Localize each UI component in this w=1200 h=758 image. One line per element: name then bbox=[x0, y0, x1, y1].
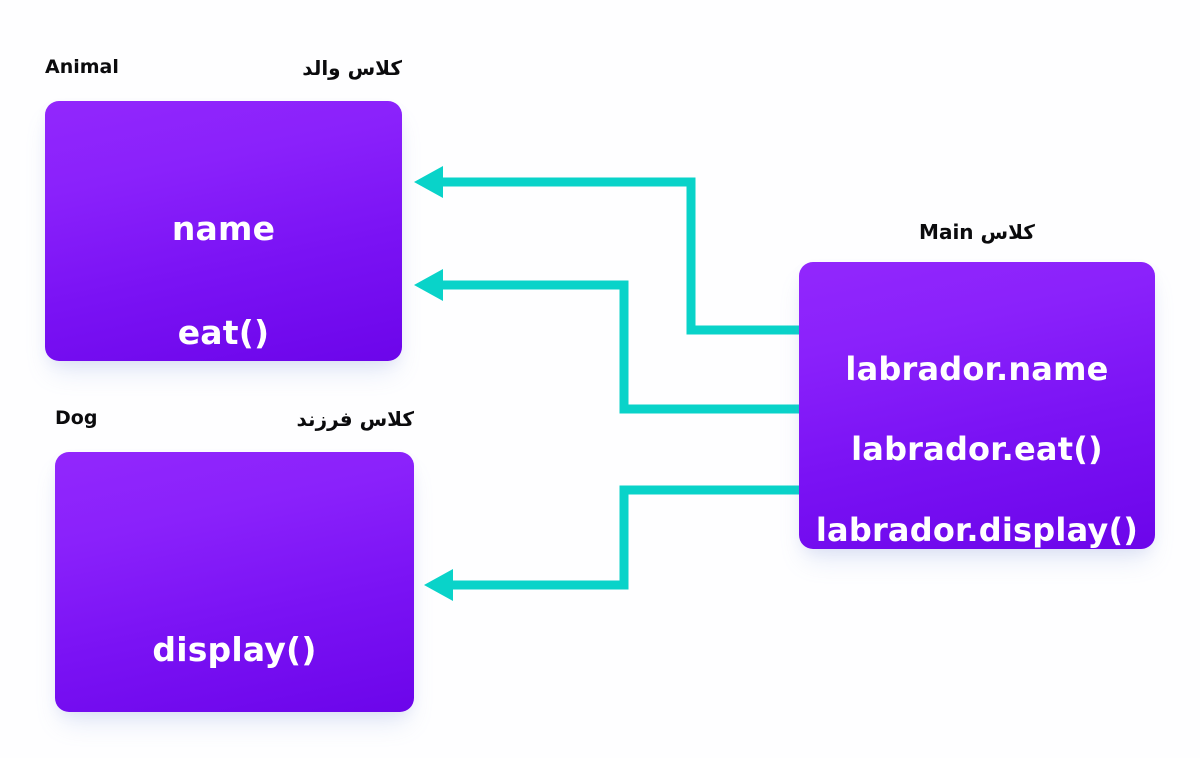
connector-main-display-to-dog-display bbox=[424, 485, 799, 601]
class-main-header-text: کلاس Main bbox=[919, 220, 1035, 244]
member-labrador-display: labrador.display() bbox=[815, 511, 1139, 549]
class-main-box[interactable]: labrador.name labrador.eat() labrador.di… bbox=[799, 262, 1155, 549]
class-main-header: کلاس Main bbox=[799, 220, 1155, 250]
arrowhead-icon bbox=[424, 569, 453, 601]
class-dog-header: Dog کلاس فرزند bbox=[55, 407, 414, 437]
member-display: display() bbox=[152, 630, 317, 669]
class-dog-role-label: کلاس فرزند bbox=[296, 407, 415, 431]
member-labrador-name: labrador.name bbox=[845, 350, 1109, 388]
member-eat: eat() bbox=[177, 313, 270, 352]
class-dog-box[interactable]: display() bbox=[55, 452, 414, 712]
class-main-role-label: کلاس bbox=[980, 220, 1035, 244]
member-labrador-eat: labrador.eat() bbox=[851, 430, 1103, 468]
class-animal-role-label: کلاس والد bbox=[302, 56, 402, 80]
arrowhead-icon bbox=[414, 269, 443, 301]
class-animal-header: Animal کلاس والد bbox=[45, 56, 402, 86]
class-animal-name: Animal bbox=[45, 56, 119, 78]
arrowhead-icon bbox=[414, 166, 443, 198]
connector-main-name-to-animal-name bbox=[414, 166, 799, 335]
class-dog-name: Dog bbox=[55, 407, 98, 429]
class-animal-box[interactable]: name eat() bbox=[45, 101, 402, 361]
connector-main-eat-to-animal-eat bbox=[414, 269, 799, 414]
class-main-name: Main bbox=[919, 220, 974, 244]
member-name: name bbox=[171, 209, 276, 248]
